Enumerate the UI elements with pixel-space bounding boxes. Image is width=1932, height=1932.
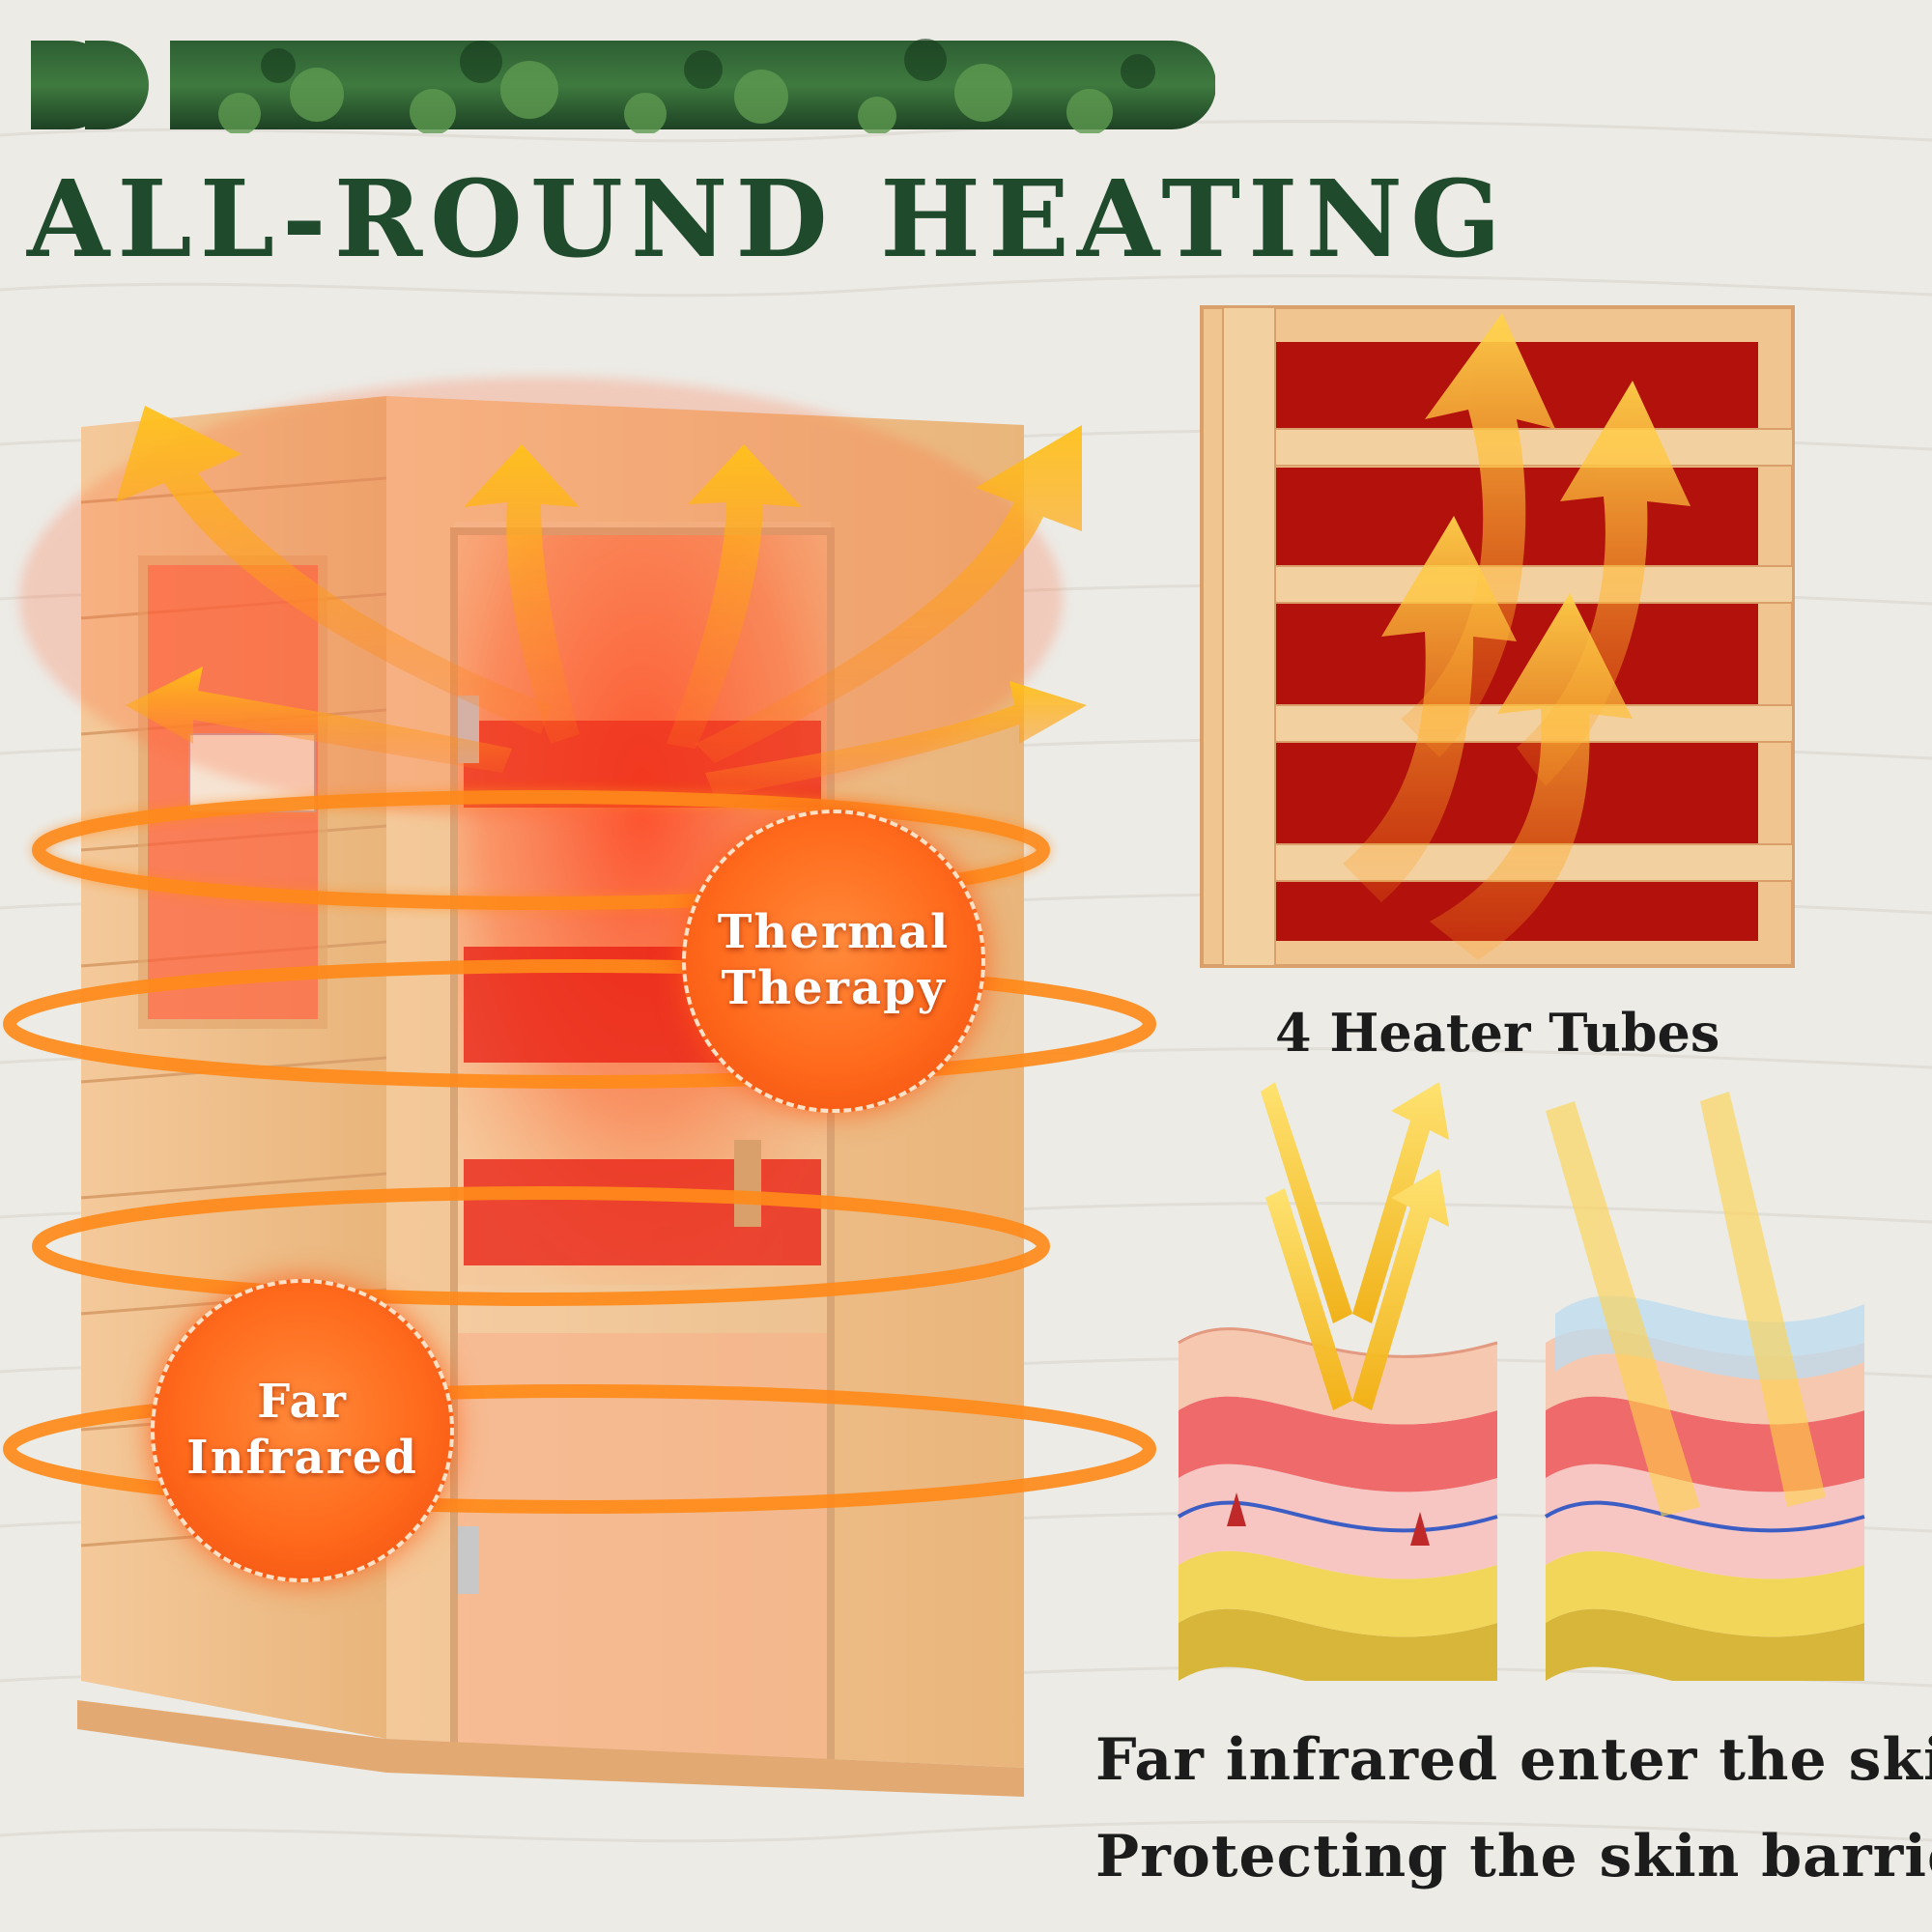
- thermal-therapy-badge: Thermal Therapy: [682, 810, 985, 1113]
- heat-arrows: [1343, 313, 1690, 960]
- sauna-cabin-illustration: [3, 377, 1156, 1797]
- skin-caption-line1: Far infrared enter the skin: [1095, 1726, 1932, 1794]
- forest-banner: [31, 39, 1215, 133]
- far-infrared-badge: Far Infrared: [151, 1279, 454, 1582]
- thermal-badge-line1: Thermal: [717, 905, 951, 960]
- skin-layers-far-infrared-illustration: [1177, 1082, 1498, 1681]
- page-title: ALL-ROUND HEATING: [27, 156, 1509, 281]
- heat-arrows: [116, 406, 1087, 797]
- hinge-icon: [458, 1526, 479, 1594]
- heater-tubes-caption: 4 Heater Tubes: [1275, 1002, 1720, 1064]
- far-badge-line1: Far: [257, 1375, 348, 1430]
- door-handle-icon: [734, 1140, 761, 1227]
- heat-rings: [3, 790, 1156, 1514]
- infrared-arrows: [1261, 1082, 1449, 1410]
- infrared-arrows: [1546, 1092, 1826, 1517]
- thermal-badge-line2: Therapy: [721, 961, 947, 1015]
- skin-caption-line2: Protecting the skin barrier: [1095, 1823, 1932, 1890]
- far-badge-line2: Infrared: [186, 1431, 418, 1485]
- heater-panel-illustration: [1200, 305, 1795, 968]
- logo-mark-icon: [31, 41, 149, 129]
- skin-layers-protection-illustration: [1544, 1092, 1865, 1681]
